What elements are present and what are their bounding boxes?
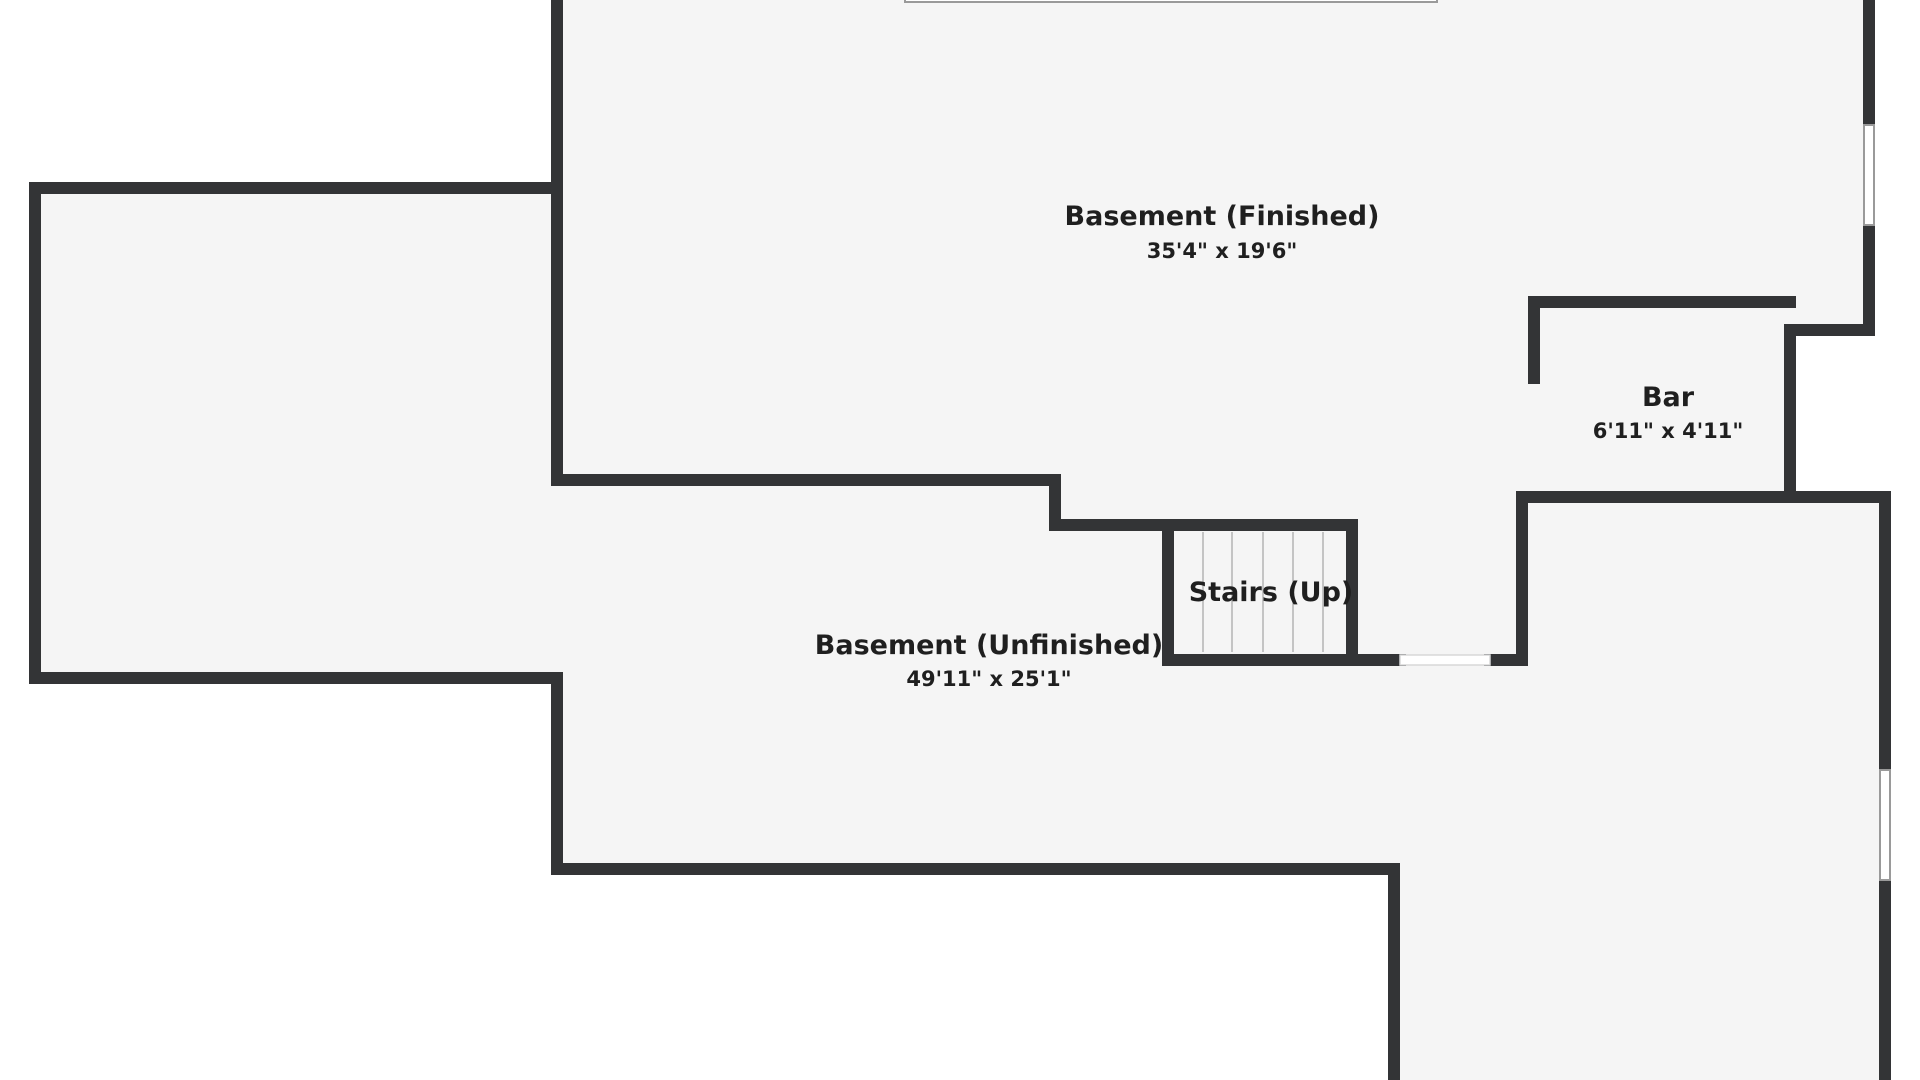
room-name-bar: Bar — [1642, 382, 1695, 413]
stair-treads — [1202, 532, 1324, 652]
room-name-basement-finished: Basement (Finished) — [1065, 201, 1380, 232]
room-dims-bar: 6'11" x 4'11" — [1593, 419, 1744, 443]
walls — [29, 0, 1891, 1080]
floor-basement-unfinished — [35, 188, 1885, 1080]
room-labels: Basement (Finished) 35'4" x 19'6" Bar 6'… — [815, 201, 1744, 691]
openings — [904, 0, 1891, 881]
floor-fill — [35, 0, 1885, 1080]
room-name-stairs: Stairs (Up) — [1189, 577, 1354, 608]
window-east-upper — [1863, 124, 1875, 226]
room-name-basement-unfinished: Basement (Unfinished) — [815, 630, 1163, 661]
wall-west-wing — [29, 0, 1400, 1080]
wall-stairs-west — [1162, 519, 1406, 666]
room-dims-basement-finished: 35'4" x 19'6" — [1147, 239, 1298, 263]
doorway-stairs — [1399, 654, 1491, 666]
room-dims-basement-unfinished: 49'11" x 25'1" — [906, 667, 1071, 691]
wall-finished-lower — [551, 182, 1174, 531]
wall-stairs-south-east — [1484, 491, 1891, 1080]
window-east-lower — [1879, 769, 1891, 881]
wall-bar — [1528, 296, 1796, 384]
window-top — [904, 0, 1438, 3]
floor-bar — [1530, 305, 1788, 495]
wall-stairs — [1162, 519, 1358, 666]
